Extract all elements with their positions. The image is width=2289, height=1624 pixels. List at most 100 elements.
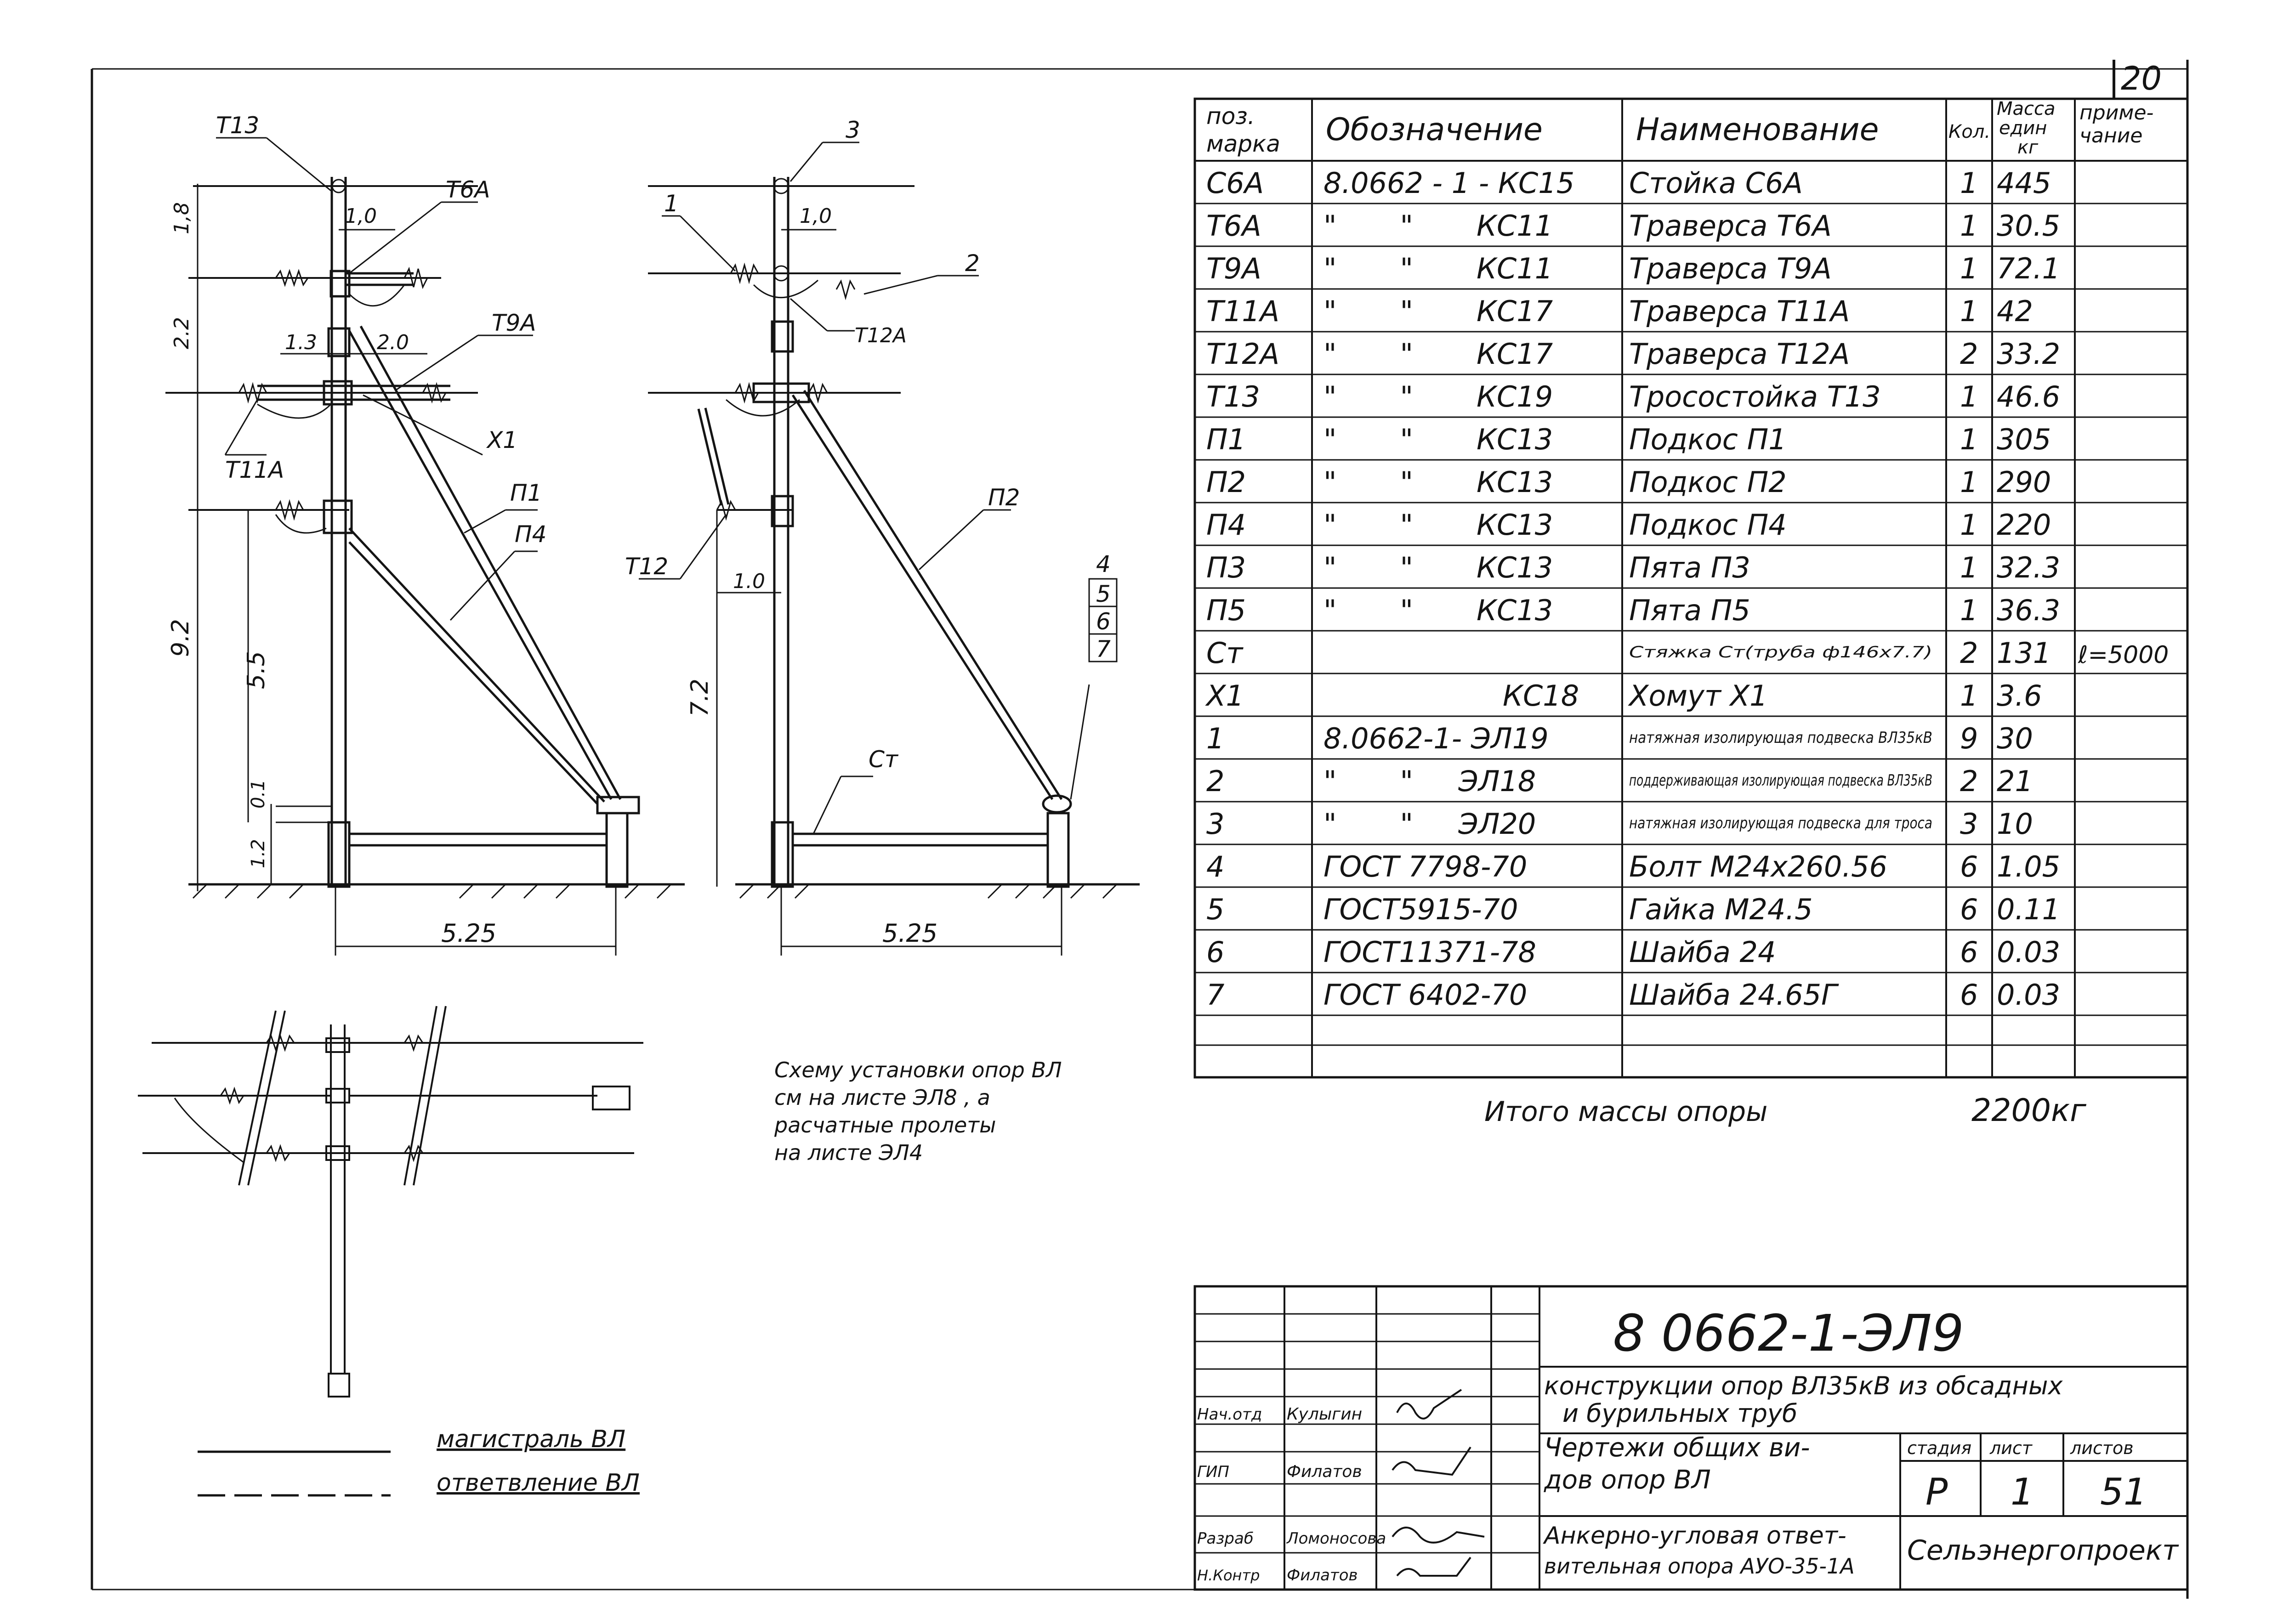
cell-pos: С6А — [1206, 166, 1264, 200]
sig-role-4: Н.Контр — [1197, 1567, 1260, 1584]
drawing-title-1: Анкерно-угловая ответ- — [1543, 1522, 1846, 1550]
drawing-code: 8 0662-1-ЭЛ9 — [1613, 1304, 1964, 1363]
cell-name: Траверса Т11А — [1629, 294, 1850, 328]
left-view — [165, 137, 685, 956]
cell-name: Пята П5 — [1629, 594, 1750, 627]
note-line-1: Схему установки опор ВЛ — [774, 1058, 1062, 1082]
cell-qty: 1 — [1960, 252, 1978, 285]
cell-designation: " " КС17 — [1323, 337, 1553, 371]
cell-designation: КС18 — [1503, 679, 1579, 713]
right-view — [639, 141, 1140, 956]
label-t9a: Т9А — [492, 310, 536, 336]
cell-qty: 9 — [1960, 722, 1978, 755]
cell-name: Шайба 24.65Г — [1629, 978, 1839, 1012]
callout-3: 3 — [846, 117, 860, 143]
cell-pos: П3 — [1206, 551, 1246, 584]
cell-designation: " " ЭЛ20 — [1323, 807, 1536, 841]
cell-qty: 1 — [1960, 508, 1978, 542]
sheet-title-2: дов опор ВЛ — [1544, 1465, 1711, 1495]
cell-designation: " " КС13 — [1323, 465, 1553, 499]
cell-name: натяжная изолирующая подвеска для троса — [1629, 814, 1932, 832]
right-view-labels: 1 2 3 4 5 6 7 Т12А Т12 П2 Ст 1,0 1.0 7.2… — [625, 117, 1111, 948]
cell-qty: 3 — [1960, 807, 1978, 841]
cell-qty: 1 — [1960, 209, 1978, 243]
cell-name: Траверса Т9А — [1629, 252, 1832, 285]
label-p2: П2 — [988, 484, 1020, 511]
cell-mass: 131 — [1997, 636, 2051, 670]
cell-qty: 1 — [1960, 679, 1978, 713]
sig-name-1: Кулыгин — [1287, 1405, 1362, 1424]
sheets-label: листов — [2070, 1438, 2134, 1458]
note-block: Схему установки опор ВЛ см на листе ЭЛ8 … — [774, 1058, 1062, 1165]
cell-name: Гайка М24.5 — [1629, 893, 1813, 926]
header-mass-2: един — [1999, 118, 2047, 139]
note-line-4: на листе ЭЛ4 — [774, 1140, 923, 1165]
cell-mass: 32.3 — [1997, 551, 2060, 584]
cell-designation: ГОСТ5915-70 — [1323, 893, 1518, 926]
cell-qty: 6 — [1960, 893, 1978, 926]
cell-pos: 5 — [1206, 893, 1224, 926]
sig-name-2: Филатов — [1287, 1462, 1362, 1481]
cell-mass: 0.03 — [1997, 978, 2060, 1012]
cell-mass: 3.6 — [1997, 679, 2042, 713]
label-t12a: Т12А — [855, 324, 907, 347]
header-pos-2: марка — [1206, 130, 1280, 157]
plan-view — [138, 1006, 643, 1398]
cell-pos: 7 — [1206, 978, 1224, 1012]
cell-pos: П2 — [1206, 465, 1246, 499]
cell-designation: ГОСТ 7798-70 — [1323, 850, 1527, 883]
stage-label: стадия — [1907, 1438, 1971, 1458]
cell-designation: " " КС13 — [1323, 594, 1553, 627]
cell-pos: Т6А — [1206, 209, 1261, 243]
cell-mass: 46.6 — [1997, 380, 2060, 413]
cell-designation: " " КС19 — [1323, 380, 1553, 413]
sheet-value: 1 — [2011, 1471, 2034, 1513]
cell-mass: 30.5 — [1997, 209, 2060, 243]
sig-name-4: Филатов — [1287, 1566, 1358, 1584]
callout-5: 5 — [1096, 581, 1111, 607]
sheets-value: 51 — [2100, 1471, 2147, 1513]
cell-name: Стяжка Ст(труба ф146х7.7) — [1629, 643, 1932, 662]
cell-name: Траверса Т12А — [1629, 337, 1850, 371]
table-row-lines — [1195, 203, 2187, 1046]
cell-mass: 0.03 — [1997, 935, 2060, 969]
callout-1: 1 — [664, 190, 679, 217]
total-label: Итого массы опоры — [1484, 1096, 1767, 1128]
cell-pos: П1 — [1206, 423, 1246, 456]
label-x1: Х1 — [486, 427, 517, 453]
note-line-2: см на листе ЭЛ8 , а — [774, 1085, 990, 1110]
dim-92: 9.2 — [167, 619, 194, 657]
organization: Сельэнергопроект — [1907, 1534, 2179, 1567]
dim-22: 2.2 — [170, 317, 193, 349]
cell-pos: П4 — [1206, 508, 1246, 542]
cell-designation: " " КС11 — [1323, 252, 1553, 285]
cell-name: натяжная изолирующая подвеска ВЛ35кВ — [1629, 729, 1932, 747]
table-header: поз. марка Обозначение Наименование Кол.… — [1206, 98, 2153, 158]
cell-name: Болт М24х260.56 — [1629, 850, 1887, 883]
cell-mass: 220 — [1997, 508, 2051, 542]
cell-designation: ГОСТ11371-78 — [1323, 935, 1536, 969]
cell-pos: Т13 — [1206, 380, 1260, 413]
cell-mass: 21 — [1997, 764, 2033, 798]
callout-6: 6 — [1096, 608, 1111, 635]
cell-pos: Т11А — [1206, 294, 1279, 328]
cell-name: Траверса Т6А — [1629, 209, 1832, 243]
dim-01: 0.1 — [248, 779, 269, 809]
cell-qty: 2 — [1960, 337, 1978, 371]
cell-pos: 3 — [1206, 807, 1224, 841]
cell-qty: 1 — [1960, 594, 1978, 627]
cell-mass: 445 — [1997, 166, 2051, 200]
cell-designation: " " КС13 — [1323, 508, 1553, 542]
